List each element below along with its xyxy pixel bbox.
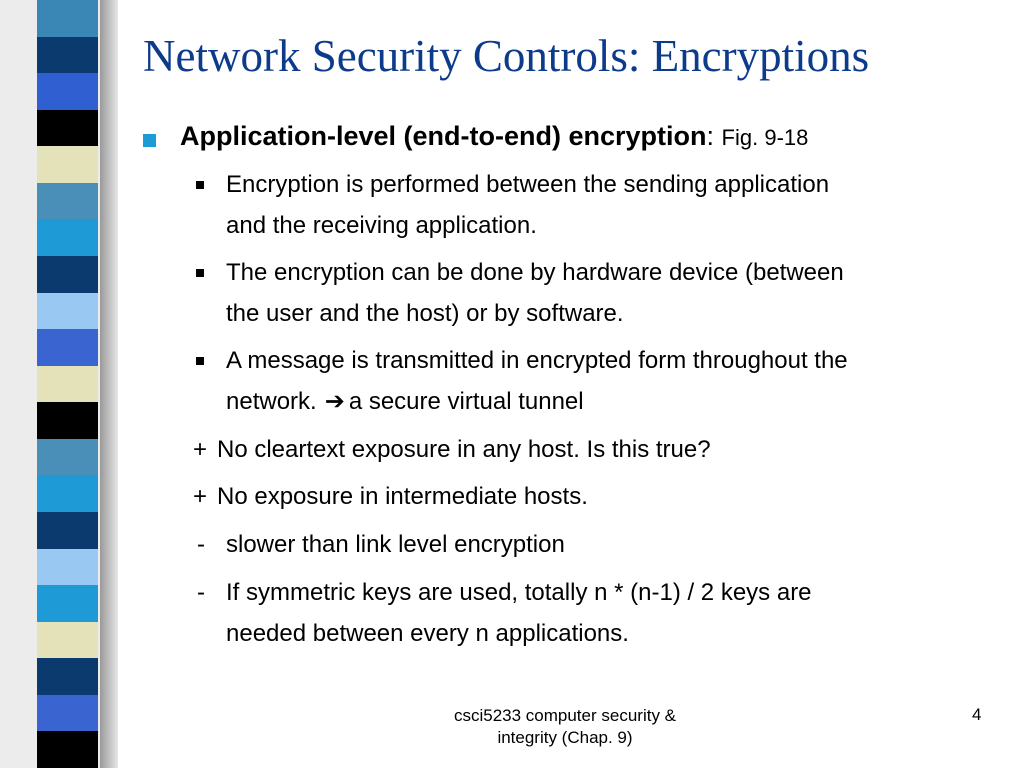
stripe-band bbox=[37, 292, 98, 330]
main-bullet-bold: Application-level (end-to-end) encryptio… bbox=[180, 121, 707, 151]
stripe-band bbox=[37, 365, 98, 403]
main-bullet: Application-level (end-to-end) encryptio… bbox=[180, 121, 808, 152]
sub-bullet-1-line-1: Encryption is performed between the send… bbox=[226, 171, 830, 198]
arrow-right-icon: ➔ bbox=[324, 388, 345, 415]
sub-bullet-3-line-2-start: network. bbox=[226, 388, 317, 415]
stripe-band bbox=[37, 36, 98, 74]
page-number: 4 bbox=[972, 705, 982, 724]
pro-2-text: No exposure in intermediate hosts. bbox=[217, 483, 588, 510]
stripe-band bbox=[37, 512, 98, 550]
stripe-band bbox=[37, 658, 98, 696]
stripe-band bbox=[37, 182, 98, 220]
stripe-band bbox=[37, 73, 98, 111]
sub-bullet-2-line-1: The encryption can be done by hardware d… bbox=[226, 259, 844, 286]
sub-bullet-square-icon bbox=[196, 357, 204, 365]
con-2-line-1: If symmetric keys are used, totally n * … bbox=[226, 579, 812, 606]
footer-line-1: csci5233 computer security & bbox=[453, 706, 677, 725]
stripe-band bbox=[37, 475, 98, 513]
stripe-band bbox=[37, 731, 98, 768]
con-1-text: slower than link level encryption bbox=[226, 531, 565, 558]
stripe-band bbox=[37, 694, 98, 732]
sub-bullet-2-line-2: the user and the host) or by software. bbox=[226, 300, 624, 327]
slide-title: Network Security Controls: Encryptions bbox=[143, 31, 870, 81]
plus-mark: + bbox=[193, 436, 208, 463]
stripe-band bbox=[37, 621, 98, 659]
stripe-band bbox=[37, 438, 98, 476]
stripe-band bbox=[37, 0, 98, 38]
stripe-band bbox=[37, 402, 98, 440]
sub-bullet-3-line-2-end: a secure virtual tunnel bbox=[348, 388, 584, 415]
stripe-band bbox=[37, 146, 98, 184]
plus-mark: + bbox=[193, 483, 208, 510]
stripe-band bbox=[37, 548, 98, 586]
stripe-band bbox=[37, 219, 98, 257]
minus-mark: - bbox=[197, 579, 205, 606]
footer-line-2: integrity (Chap. 9) bbox=[497, 728, 633, 747]
bullet-square-icon bbox=[143, 134, 156, 147]
stripe-shadow bbox=[100, 0, 118, 768]
figure-reference: Fig. 9-18 bbox=[721, 125, 809, 150]
slide-footer: csci5233 computer security & integrity (… bbox=[420, 705, 710, 749]
stripe-band bbox=[37, 585, 98, 623]
sub-bullet-3-line-2: network. ➔a secure virtual tunnel bbox=[226, 382, 584, 422]
sub-bullet-square-icon bbox=[196, 269, 204, 277]
sub-bullet-1-line-2: and the receiving application. bbox=[226, 212, 537, 239]
stripe-band bbox=[37, 256, 98, 294]
sub-bullet-3-line-1: A message is transmitted in encrypted fo… bbox=[226, 347, 848, 374]
sub-bullet-square-icon bbox=[196, 181, 204, 189]
minus-mark: - bbox=[197, 531, 205, 558]
pro-1-text: No cleartext exposure in any host. Is th… bbox=[217, 436, 711, 463]
stripe-band bbox=[37, 109, 98, 147]
main-bullet-colon: : bbox=[706, 121, 715, 151]
con-2-line-2: needed between every n applications. bbox=[226, 620, 629, 647]
stripe-band bbox=[37, 329, 98, 367]
